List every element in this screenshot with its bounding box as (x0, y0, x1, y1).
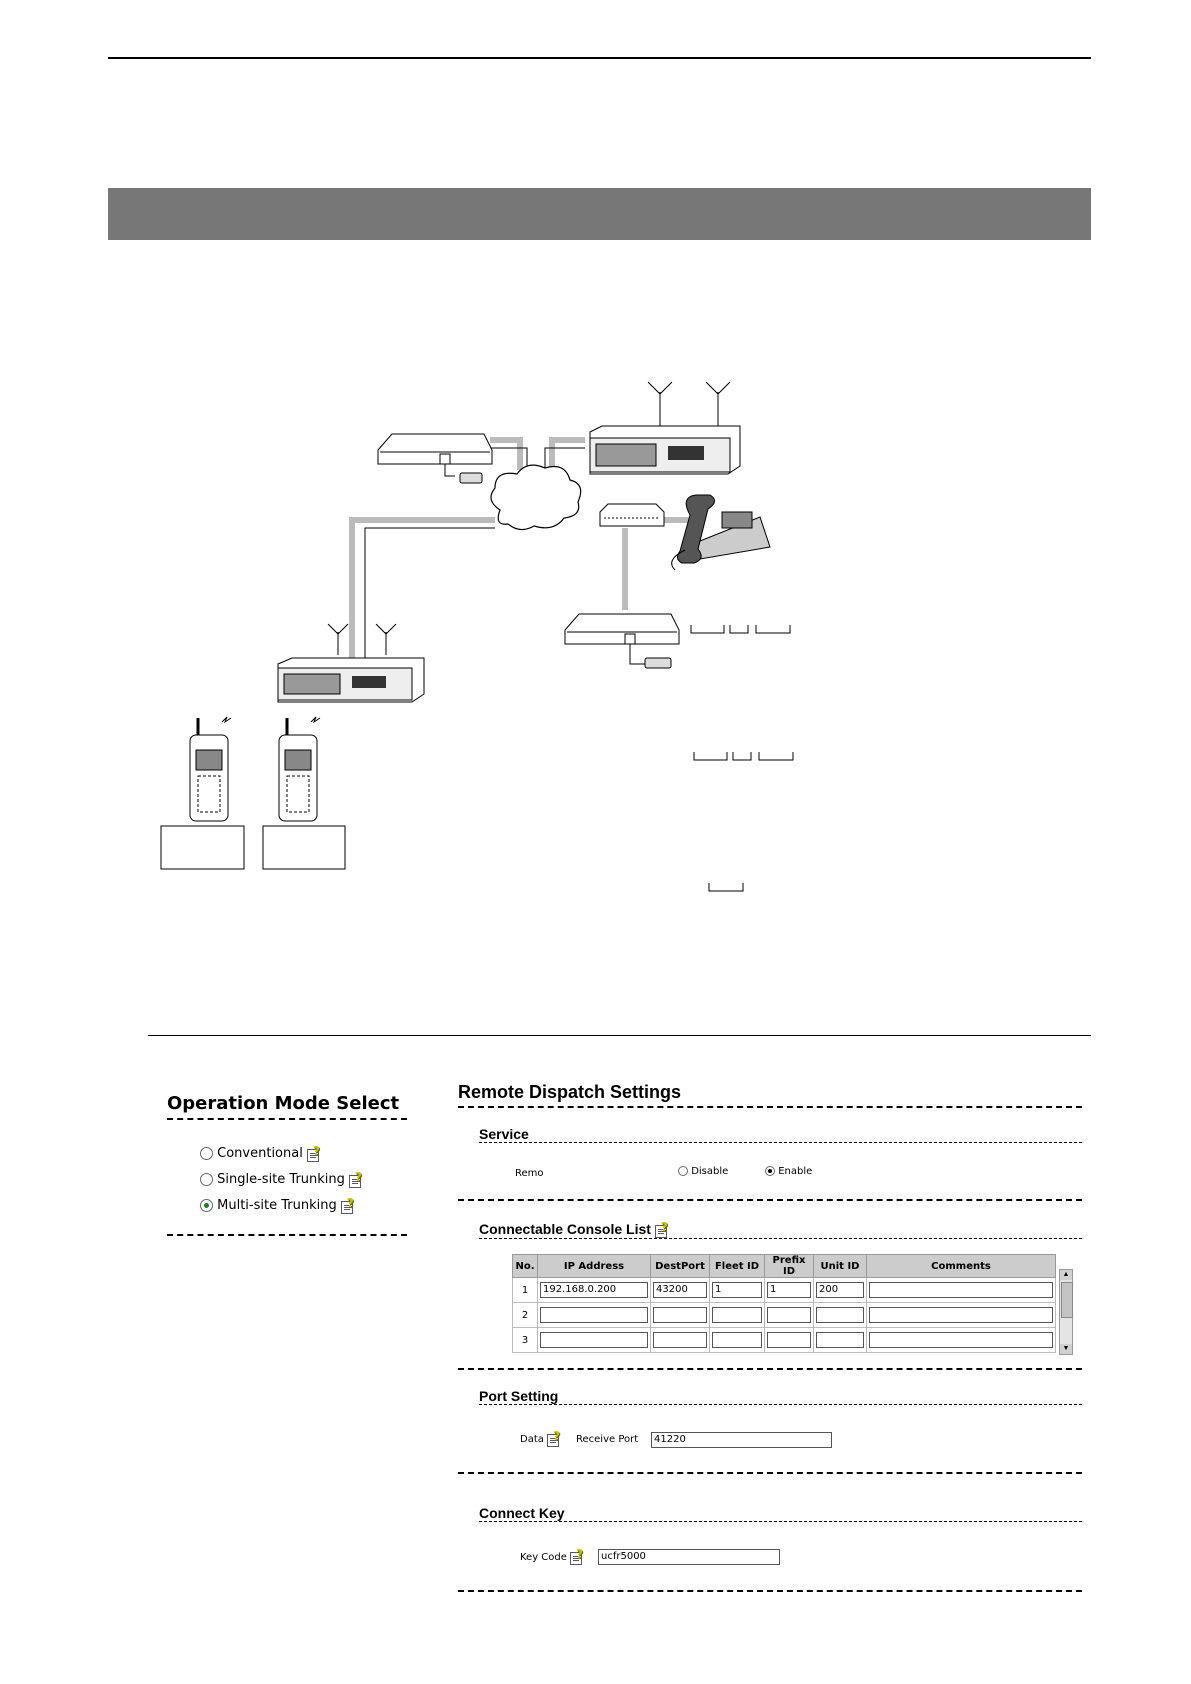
key-code-label: Key Code (520, 1552, 567, 1563)
row-number: 3 (512, 1327, 538, 1353)
row-number: 1 (512, 1277, 538, 1303)
network-switch-icon (599, 503, 665, 527)
help-icon[interactable]: ? (349, 1170, 363, 1188)
scroll-thumb[interactable] (1061, 1282, 1073, 1318)
mode-option-conventional[interactable]: Conventional ? (200, 1144, 321, 1162)
table-row: 3 (512, 1327, 1056, 1353)
console-table-viewport: No. IP Address DestPort Fleet ID Prefix … (512, 1254, 1056, 1355)
table-scrollbar[interactable]: ▲ ▼ (1059, 1269, 1073, 1355)
help-icon[interactable]: ? (654, 1220, 669, 1239)
console-table: No. IP Address DestPort Fleet ID Prefix … (512, 1254, 1056, 1353)
help-icon[interactable]: ? (547, 1429, 561, 1447)
ip-address-field[interactable] (540, 1332, 648, 1348)
fleet-id-field[interactable] (712, 1332, 762, 1348)
help-icon[interactable]: ? (306, 1144, 321, 1162)
portable-radio-icon (278, 716, 321, 822)
portable-radio-icon (189, 716, 232, 822)
ip-address-field[interactable] (540, 1307, 648, 1323)
section-rule (148, 1035, 1091, 1036)
dest-port-field[interactable] (653, 1307, 707, 1323)
enable-label: Enable (778, 1166, 813, 1177)
column-header: No. (512, 1254, 538, 1278)
prefix-id-field[interactable]: 1 (767, 1282, 811, 1298)
radio-button[interactable] (200, 1147, 213, 1160)
column-header: Unit ID (813, 1254, 867, 1278)
unit-id-field[interactable] (816, 1332, 864, 1348)
column-header: Comments (866, 1254, 1056, 1278)
unit-id-field[interactable]: 200 (816, 1282, 864, 1298)
internet-cloud-icon (490, 464, 582, 531)
table-row: 2 (512, 1302, 1056, 1328)
mode-option-single-site[interactable]: Single-site Trunking ? (200, 1170, 363, 1188)
mode-option-label: Conventional (217, 1146, 303, 1161)
column-header: Fleet ID (709, 1254, 765, 1278)
port-setting-title: Port Setting (479, 1388, 559, 1404)
scroll-down-arrow-icon[interactable]: ▼ (1060, 1344, 1072, 1354)
remote-dispatch-title: Remote Dispatch Settings (458, 1082, 682, 1102)
table-header-row: No. IP Address DestPort Fleet ID Prefix … (512, 1254, 1056, 1278)
router-icon (377, 433, 493, 484)
radio-button[interactable] (200, 1173, 213, 1186)
prefix-id-field[interactable] (767, 1332, 811, 1348)
section-banner (108, 188, 1091, 240)
divider (479, 1142, 1082, 1143)
service-title: Service (479, 1126, 529, 1142)
table-row: 1 192.168.0.200 43200 1 1 200 (512, 1277, 1056, 1303)
radio-button-selected[interactable] (765, 1166, 775, 1176)
divider (479, 1404, 1082, 1405)
key-code-field[interactable]: ucfr5000 (598, 1549, 780, 1565)
radio-button-selected[interactable] (200, 1199, 213, 1212)
divider (458, 1199, 1082, 1201)
comments-field[interactable] (869, 1282, 1053, 1298)
column-header: IP Address (537, 1254, 651, 1278)
comments-field[interactable] (869, 1307, 1053, 1323)
console-list-title-text: Connectable Console List (479, 1221, 651, 1237)
unit-id-field[interactable] (816, 1307, 864, 1323)
fleet-id-field[interactable] (712, 1307, 762, 1323)
mode-option-label: Multi-site Trunking (217, 1198, 337, 1213)
dest-port-field[interactable] (653, 1332, 707, 1348)
divider (167, 1234, 407, 1236)
comments-field[interactable] (869, 1332, 1053, 1348)
divider (479, 1238, 1082, 1239)
disable-option[interactable]: Disable (678, 1166, 728, 1177)
fleet-id-field[interactable]: 1 (712, 1282, 762, 1298)
help-icon[interactable]: ? (340, 1196, 355, 1214)
dest-port-field[interactable]: 43200 (653, 1282, 707, 1298)
scroll-up-arrow-icon[interactable]: ▲ (1060, 1270, 1072, 1280)
column-header: DestPort (650, 1254, 710, 1278)
data-label-group: Data ? (520, 1429, 561, 1447)
row-number: 2 (512, 1302, 538, 1328)
help-icon[interactable]: ? (570, 1547, 584, 1565)
divider (458, 1368, 1082, 1370)
connect-key-title: Connect Key (479, 1505, 565, 1521)
operation-mode-title: Operation Mode Select (167, 1093, 400, 1114)
divider (458, 1106, 1082, 1108)
network-diagram (160, 381, 794, 892)
mode-option-multi-site[interactable]: Multi-site Trunking ? (200, 1196, 355, 1214)
key-code-label-group: Key Code ? (520, 1547, 584, 1565)
desk-phone-icon (671, 494, 771, 571)
repeater-icon (589, 381, 741, 475)
enable-option[interactable]: Enable (765, 1166, 812, 1177)
divider (167, 1118, 407, 1120)
radio-button[interactable] (678, 1166, 688, 1176)
divider (458, 1472, 1082, 1474)
repeater-icon (277, 623, 425, 703)
receive-port-label: Receive Port (576, 1434, 639, 1445)
data-label: Data (520, 1434, 544, 1445)
console-list-title: Connectable Console List ? (479, 1220, 669, 1239)
router-icon (564, 613, 680, 669)
prefix-id-field[interactable] (767, 1307, 811, 1323)
remote-service-label: Remo (515, 1168, 544, 1179)
divider (479, 1521, 1082, 1522)
column-header: Prefix ID (764, 1254, 814, 1278)
mode-option-label: Single-site Trunking (217, 1172, 345, 1187)
disable-label: Disable (691, 1166, 729, 1177)
receive-port-field[interactable]: 41220 (651, 1432, 832, 1448)
top-rule (108, 57, 1091, 59)
ip-address-field[interactable]: 192.168.0.200 (540, 1282, 648, 1298)
divider (458, 1590, 1082, 1592)
